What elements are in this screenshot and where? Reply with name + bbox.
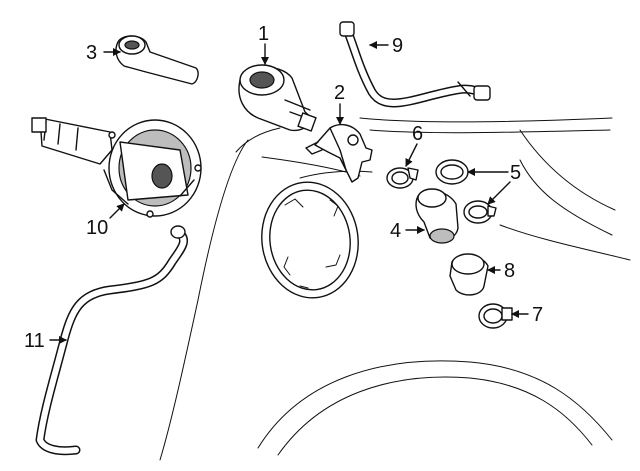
callout-5: 5 bbox=[510, 162, 521, 184]
callout-4: 4 bbox=[390, 220, 401, 242]
callout-10: 10 bbox=[86, 217, 108, 239]
part-4-elbow-hose bbox=[415, 188, 459, 244]
callout-11: 11 bbox=[24, 330, 45, 352]
part-9-vent-tube bbox=[339, 21, 491, 108]
callout-3: 3 bbox=[86, 42, 97, 64]
part-3-restrictor bbox=[115, 35, 199, 85]
part-7-clamp bbox=[478, 303, 513, 329]
callout-1: 1 bbox=[258, 23, 269, 45]
callout-labels: 1 2 3 4 5 6 7 8 9 10 11 bbox=[24, 23, 543, 352]
part-2-bracket bbox=[305, 123, 373, 183]
callout-9: 9 bbox=[392, 35, 403, 57]
fuel-door-opening bbox=[261, 181, 359, 299]
callout-8: 8 bbox=[504, 260, 515, 282]
part-5-clamps bbox=[435, 159, 497, 224]
callout-7: 7 bbox=[532, 304, 543, 326]
part-6-clamp bbox=[386, 167, 419, 189]
leader-lines bbox=[49, 41, 529, 344]
leader-5b bbox=[487, 181, 511, 205]
callout-6: 6 bbox=[412, 123, 423, 145]
part-10-filler-pocket bbox=[31, 117, 202, 218]
part-11-drain-hose bbox=[35, 225, 188, 456]
leader-6 bbox=[405, 143, 418, 167]
body-panel-lines bbox=[159, 117, 631, 461]
part-1-filler-neck-housing bbox=[238, 64, 317, 132]
part-8-hose-elbow bbox=[449, 253, 489, 296]
leader-10 bbox=[109, 203, 125, 219]
callout-2: 2 bbox=[334, 82, 345, 104]
